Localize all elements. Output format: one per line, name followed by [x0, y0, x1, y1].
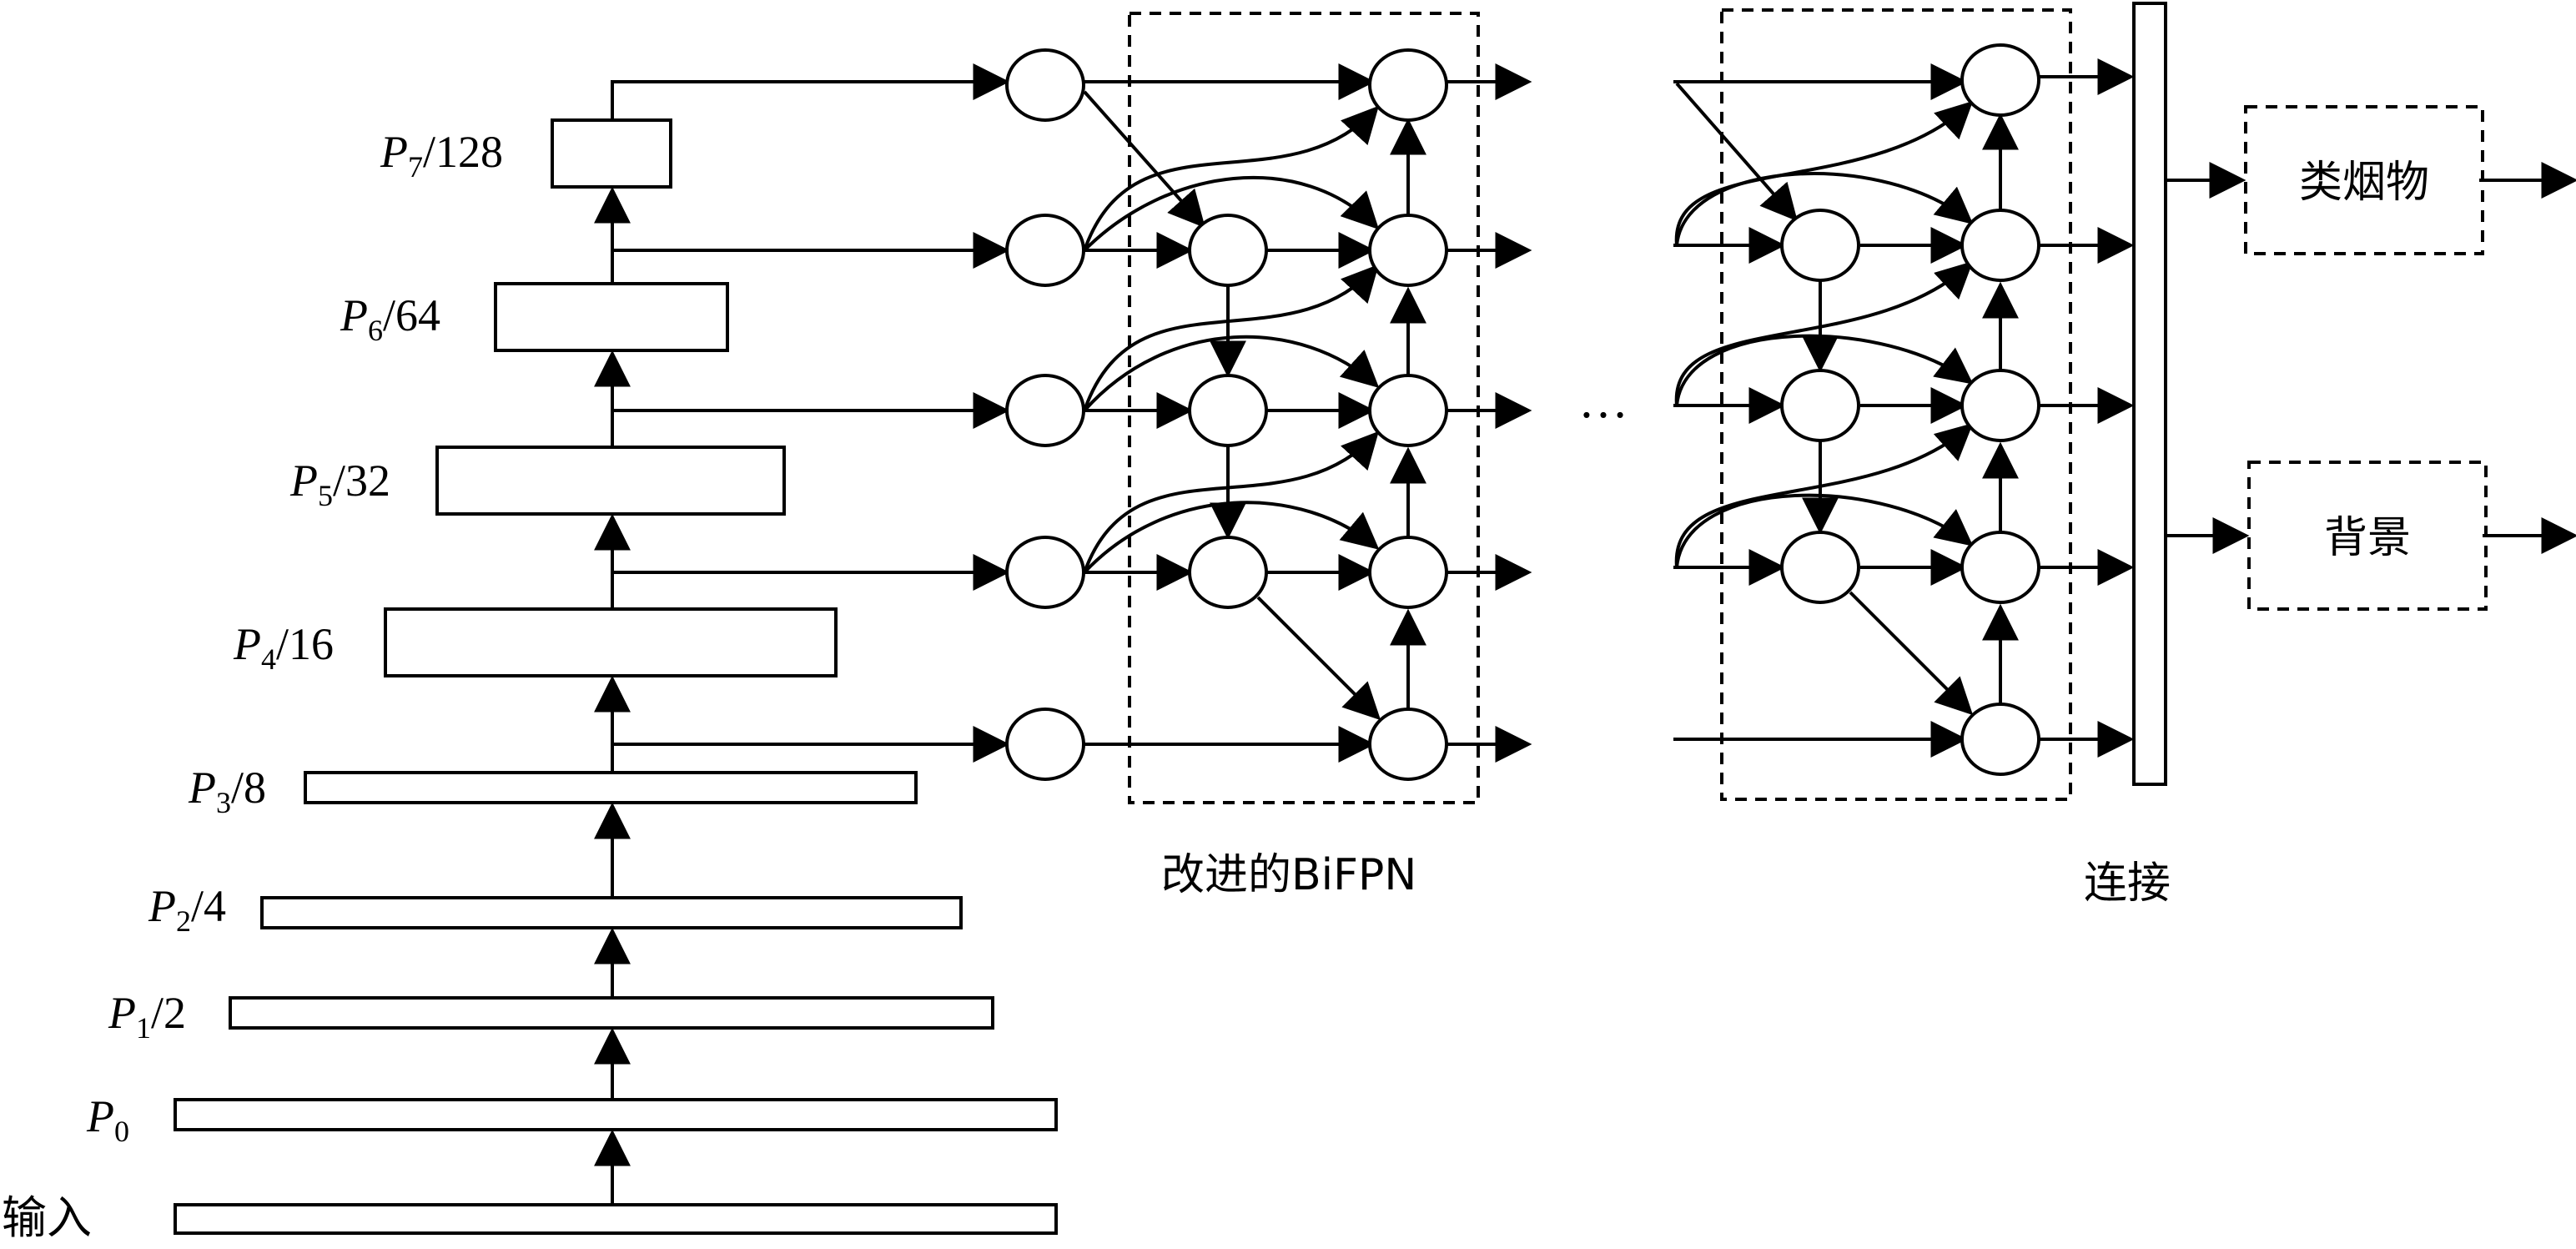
input-layer-box — [174, 1203, 1058, 1235]
output-connections — [2166, 162, 2576, 554]
bifpn-block-1-connections — [1083, 63, 1532, 763]
output-label-background: 背景 — [2324, 513, 2411, 563]
level-label-p7: P7/128 — [380, 127, 503, 184]
p5-layer-box — [435, 446, 786, 516]
p0-layer-box — [174, 1098, 1058, 1131]
input-node-p5 — [1005, 374, 1085, 447]
p2-layer-box — [260, 896, 963, 929]
level-label-p3: P3/8 — [188, 763, 266, 819]
mid-node — [1188, 214, 1268, 287]
concat-bar — [2132, 2, 2167, 786]
concat-label: 连接 — [2084, 859, 2171, 909]
p1-layer-box — [229, 996, 994, 1030]
out-node — [1368, 374, 1448, 447]
lateral-connections — [611, 63, 1010, 763]
out-node — [1960, 369, 2040, 442]
mid-node — [1188, 374, 1268, 447]
level-label-p2: P2/4 — [148, 881, 226, 938]
ellipsis: … — [1578, 373, 1628, 428]
p3-layer-box — [304, 771, 918, 804]
output-label-smoke-like: 类烟物 — [2299, 158, 2429, 208]
input-node-p3 — [1005, 708, 1085, 781]
bifpn-block-1 — [1128, 12, 1480, 804]
bifpn-block-2-connections — [1673, 58, 2135, 758]
out-node — [1368, 214, 1448, 287]
bifpn-nodes — [1005, 43, 2040, 781]
p7-layer-box — [551, 118, 672, 189]
p4-layer-box — [384, 607, 838, 677]
mid-node — [1780, 369, 1860, 442]
out-node — [1960, 531, 2040, 604]
bifpn-label: 改进的BiFPN — [1161, 850, 1416, 900]
input-node-p6 — [1005, 214, 1085, 287]
out-node — [1368, 48, 1448, 122]
mid-node — [1188, 536, 1268, 609]
input-node-p4 — [1005, 536, 1085, 609]
backbone-layers — [174, 118, 1058, 1235]
input-node-p7 — [1005, 48, 1085, 122]
p6-layer-box — [494, 282, 729, 352]
level-label-p1: P1/2 — [108, 988, 186, 1045]
level-label-p4: P4/16 — [233, 619, 334, 676]
level-label-p0: P0 — [86, 1091, 129, 1148]
out-node — [1960, 209, 2040, 282]
out-node — [1368, 536, 1448, 609]
mid-node — [1780, 531, 1860, 604]
out-node — [1960, 703, 2040, 776]
out-node — [1960, 43, 2040, 117]
output-box-background — [2247, 461, 2488, 611]
mid-node — [1780, 209, 1860, 282]
out-node — [1368, 708, 1448, 781]
output-box-smoke-like — [2244, 105, 2484, 255]
input-label: 输入 — [2, 1191, 92, 1244]
level-label-p5: P5/32 — [289, 456, 390, 512]
level-label-p6: P6/64 — [340, 290, 440, 347]
